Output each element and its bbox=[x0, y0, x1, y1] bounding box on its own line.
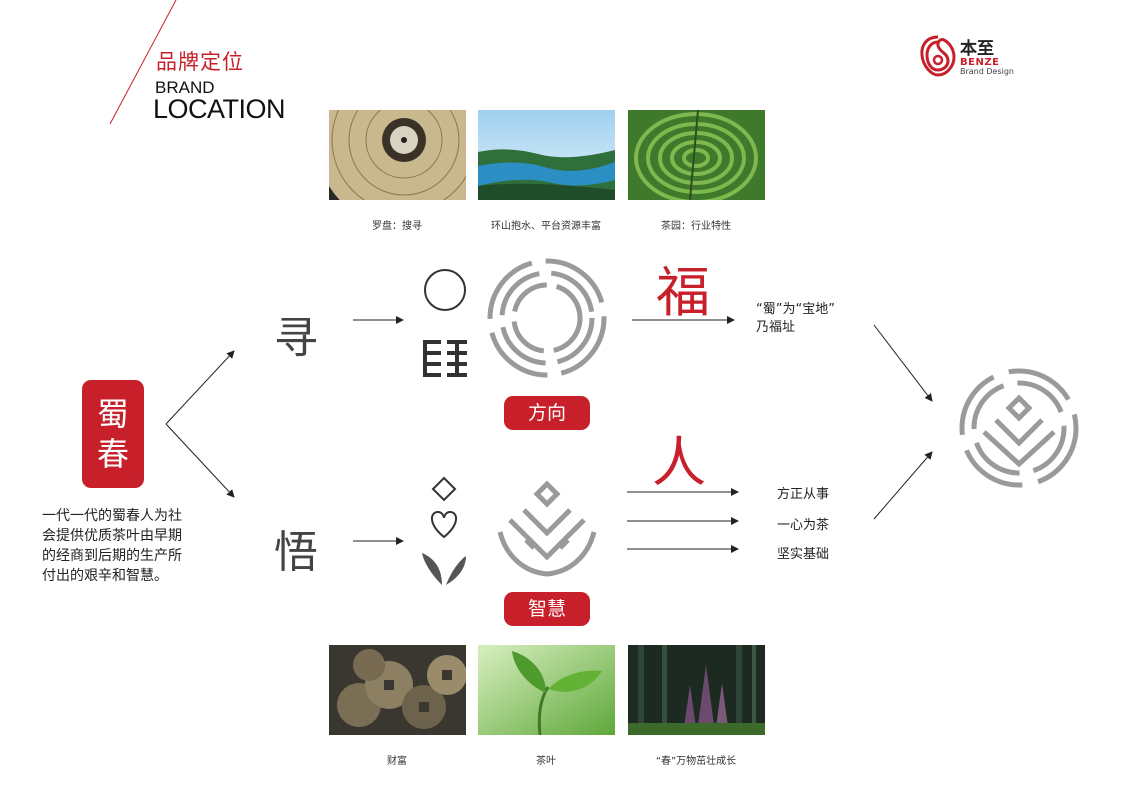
caption-tea-garden: 茶园：行业特性 bbox=[661, 221, 731, 232]
brand-description: 一代一代的蜀春人为社会提供优质茶叶由早期的经商到后期的生产所付出的艰辛和智慧。 bbox=[42, 508, 182, 584]
blessing-char: 福 bbox=[656, 261, 710, 324]
caption-landscape: 环山抱水、平台资源丰富 bbox=[491, 221, 601, 232]
lower-note-3: 坚实基础 bbox=[777, 547, 830, 562]
brand-name-box: 蜀 春 bbox=[82, 380, 144, 488]
tea-garden-photo bbox=[628, 110, 765, 200]
coins-photo bbox=[329, 645, 466, 735]
wisdom-symbol bbox=[497, 480, 597, 577]
arrow-lower-to-logo bbox=[873, 451, 933, 520]
header-diagonal-line bbox=[109, 0, 177, 125]
small-diamond-icon bbox=[431, 476, 457, 502]
caption-coins: 财富 bbox=[387, 756, 407, 767]
wisdom-label: 智慧 bbox=[504, 592, 590, 626]
lower-note-2: 一心为茶 bbox=[777, 518, 830, 533]
logo-name-en: BENZE bbox=[960, 57, 1000, 68]
bamboo-shoot-photo bbox=[628, 645, 765, 735]
small-circle-icon bbox=[424, 269, 466, 311]
concentric-circle-symbol bbox=[487, 258, 607, 378]
compass-photo bbox=[329, 110, 466, 200]
lower-branch-char: 悟 bbox=[274, 527, 318, 578]
small-heart-icon bbox=[431, 510, 457, 539]
page-title-en-line1: BRAND bbox=[155, 78, 215, 97]
page-title-cn: 品牌定位 bbox=[156, 50, 244, 74]
landscape-photo bbox=[478, 110, 615, 200]
tea-leaf-photo bbox=[478, 645, 615, 735]
brand-name-line1: 蜀 bbox=[96, 395, 129, 433]
caption-bamboo-shoot: “春”万物茁壮成长 bbox=[655, 756, 737, 767]
upper-note-line2: 乃福址 bbox=[756, 320, 796, 335]
logo-subtitle: Brand Design bbox=[960, 67, 1014, 76]
final-brand-symbol bbox=[959, 368, 1079, 488]
caption-tea-leaf: 茶叶 bbox=[536, 756, 556, 767]
page-title-en-line2: LOCATION bbox=[153, 94, 286, 124]
brand-name-line2: 春 bbox=[96, 435, 129, 473]
small-maze-icon bbox=[423, 340, 467, 377]
upper-branch-char: 寻 bbox=[274, 313, 318, 364]
caption-compass: 罗盘：搜寻 bbox=[372, 221, 422, 232]
direction-label: 方向 bbox=[504, 396, 590, 430]
lower-note-1: 方正从事 bbox=[777, 487, 830, 502]
person-char: 人 bbox=[652, 431, 706, 494]
upper-note-line1: “蜀”为“宝地” bbox=[756, 302, 835, 317]
arrow-to-upper bbox=[165, 350, 235, 425]
arrow-upper-to-logo bbox=[873, 324, 933, 402]
benze-logo-icon bbox=[920, 35, 956, 77]
small-leaf-icon bbox=[422, 553, 466, 585]
logo-name-cn: 本至 bbox=[960, 39, 994, 59]
arrow-to-lower bbox=[165, 423, 235, 498]
